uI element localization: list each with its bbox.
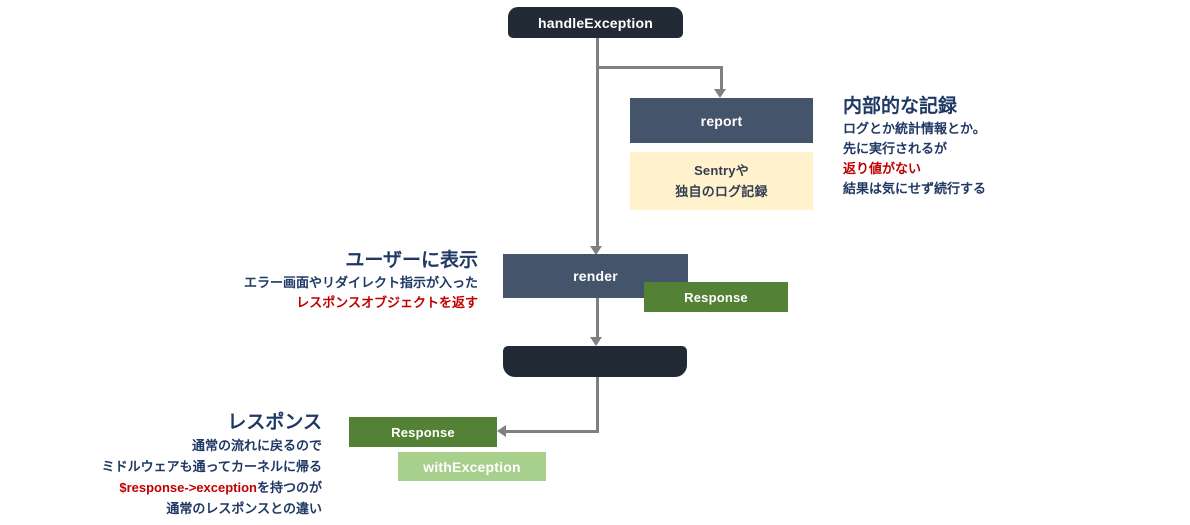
annotation-code-highlight: $response->exception [119, 480, 257, 495]
flow-node-with-exception: withException [398, 452, 546, 481]
flow-node-label: handleException [537, 14, 654, 31]
annotation-line: 結果は気にせず続行する [843, 181, 987, 196]
annotation-line: ログとか統計情報とか。 [843, 121, 986, 136]
flow-node-handle-exception: handleException [508, 7, 683, 38]
annotation-user-display: ユーザーに表示 エラー画面やリダイレクト指示が入った レスポンスオブジェクトを返… [244, 249, 478, 313]
connector-branch-vertical [720, 66, 723, 90]
flow-node-label: Response [391, 424, 455, 440]
annotation-line-mixed: $response->exceptionを持つのが [102, 477, 322, 498]
annotation-internal-log: 内部的な記録 ログとか統計情報とか。 先に実行されるが 返り値がない 結果は気に… [843, 95, 986, 199]
connector-terminal-down [596, 377, 599, 433]
annotation-line: エラー画面やリダイレクト指示が入った [243, 275, 478, 290]
arrowhead-into-response [497, 425, 506, 437]
connector-render-to-terminal [596, 298, 599, 338]
arrowhead-into-terminal [590, 337, 602, 346]
annotation-line: 通常の流れに戻るので [191, 438, 322, 453]
arrowhead-into-render [590, 246, 602, 255]
annotation-response: レスポンス 通常の流れに戻るので ミドルウェアも通ってカーネルに帰る $resp… [102, 411, 322, 519]
flow-node-label: report [700, 112, 743, 129]
flow-node-terminal [503, 346, 687, 377]
connector-branch-horizontal [596, 66, 723, 69]
note-sentry-log: Sentryや 独自のログ記録 [630, 152, 813, 210]
flow-node-response-final: Response [349, 417, 497, 447]
annotation-heading: ユーザーに表示 [345, 250, 478, 271]
annotation-line-highlight: 返り値がない [843, 161, 922, 176]
connector-handle-to-render [596, 38, 599, 247]
note-line: Sentryや [694, 163, 749, 178]
annotation-heading: 内部的な記録 [843, 96, 958, 117]
annotation-line: 通常のレスポンスとの違い [166, 501, 322, 516]
flow-node-report: report [630, 98, 813, 143]
annotation-line: 先に実行されるが [843, 141, 948, 156]
flow-node-label: render [573, 268, 618, 284]
note-line: 独自のログ記録 [675, 184, 768, 199]
arrowhead-into-report [714, 89, 726, 98]
annotation-line: ミドルウェアも通ってカーネルに帰る [101, 459, 322, 474]
flow-node-label: Response [684, 289, 748, 305]
annotation-heading: レスポンス [227, 412, 322, 433]
annotation-line-highlight: レスポンスオブジェクトを返す [296, 295, 478, 310]
connector-to-response-horizontal [504, 430, 599, 433]
flow-node-label: withException [423, 458, 521, 475]
annotation-line-suffix: を持つのが [256, 480, 322, 495]
flow-node-response-mid: Response [644, 282, 788, 312]
